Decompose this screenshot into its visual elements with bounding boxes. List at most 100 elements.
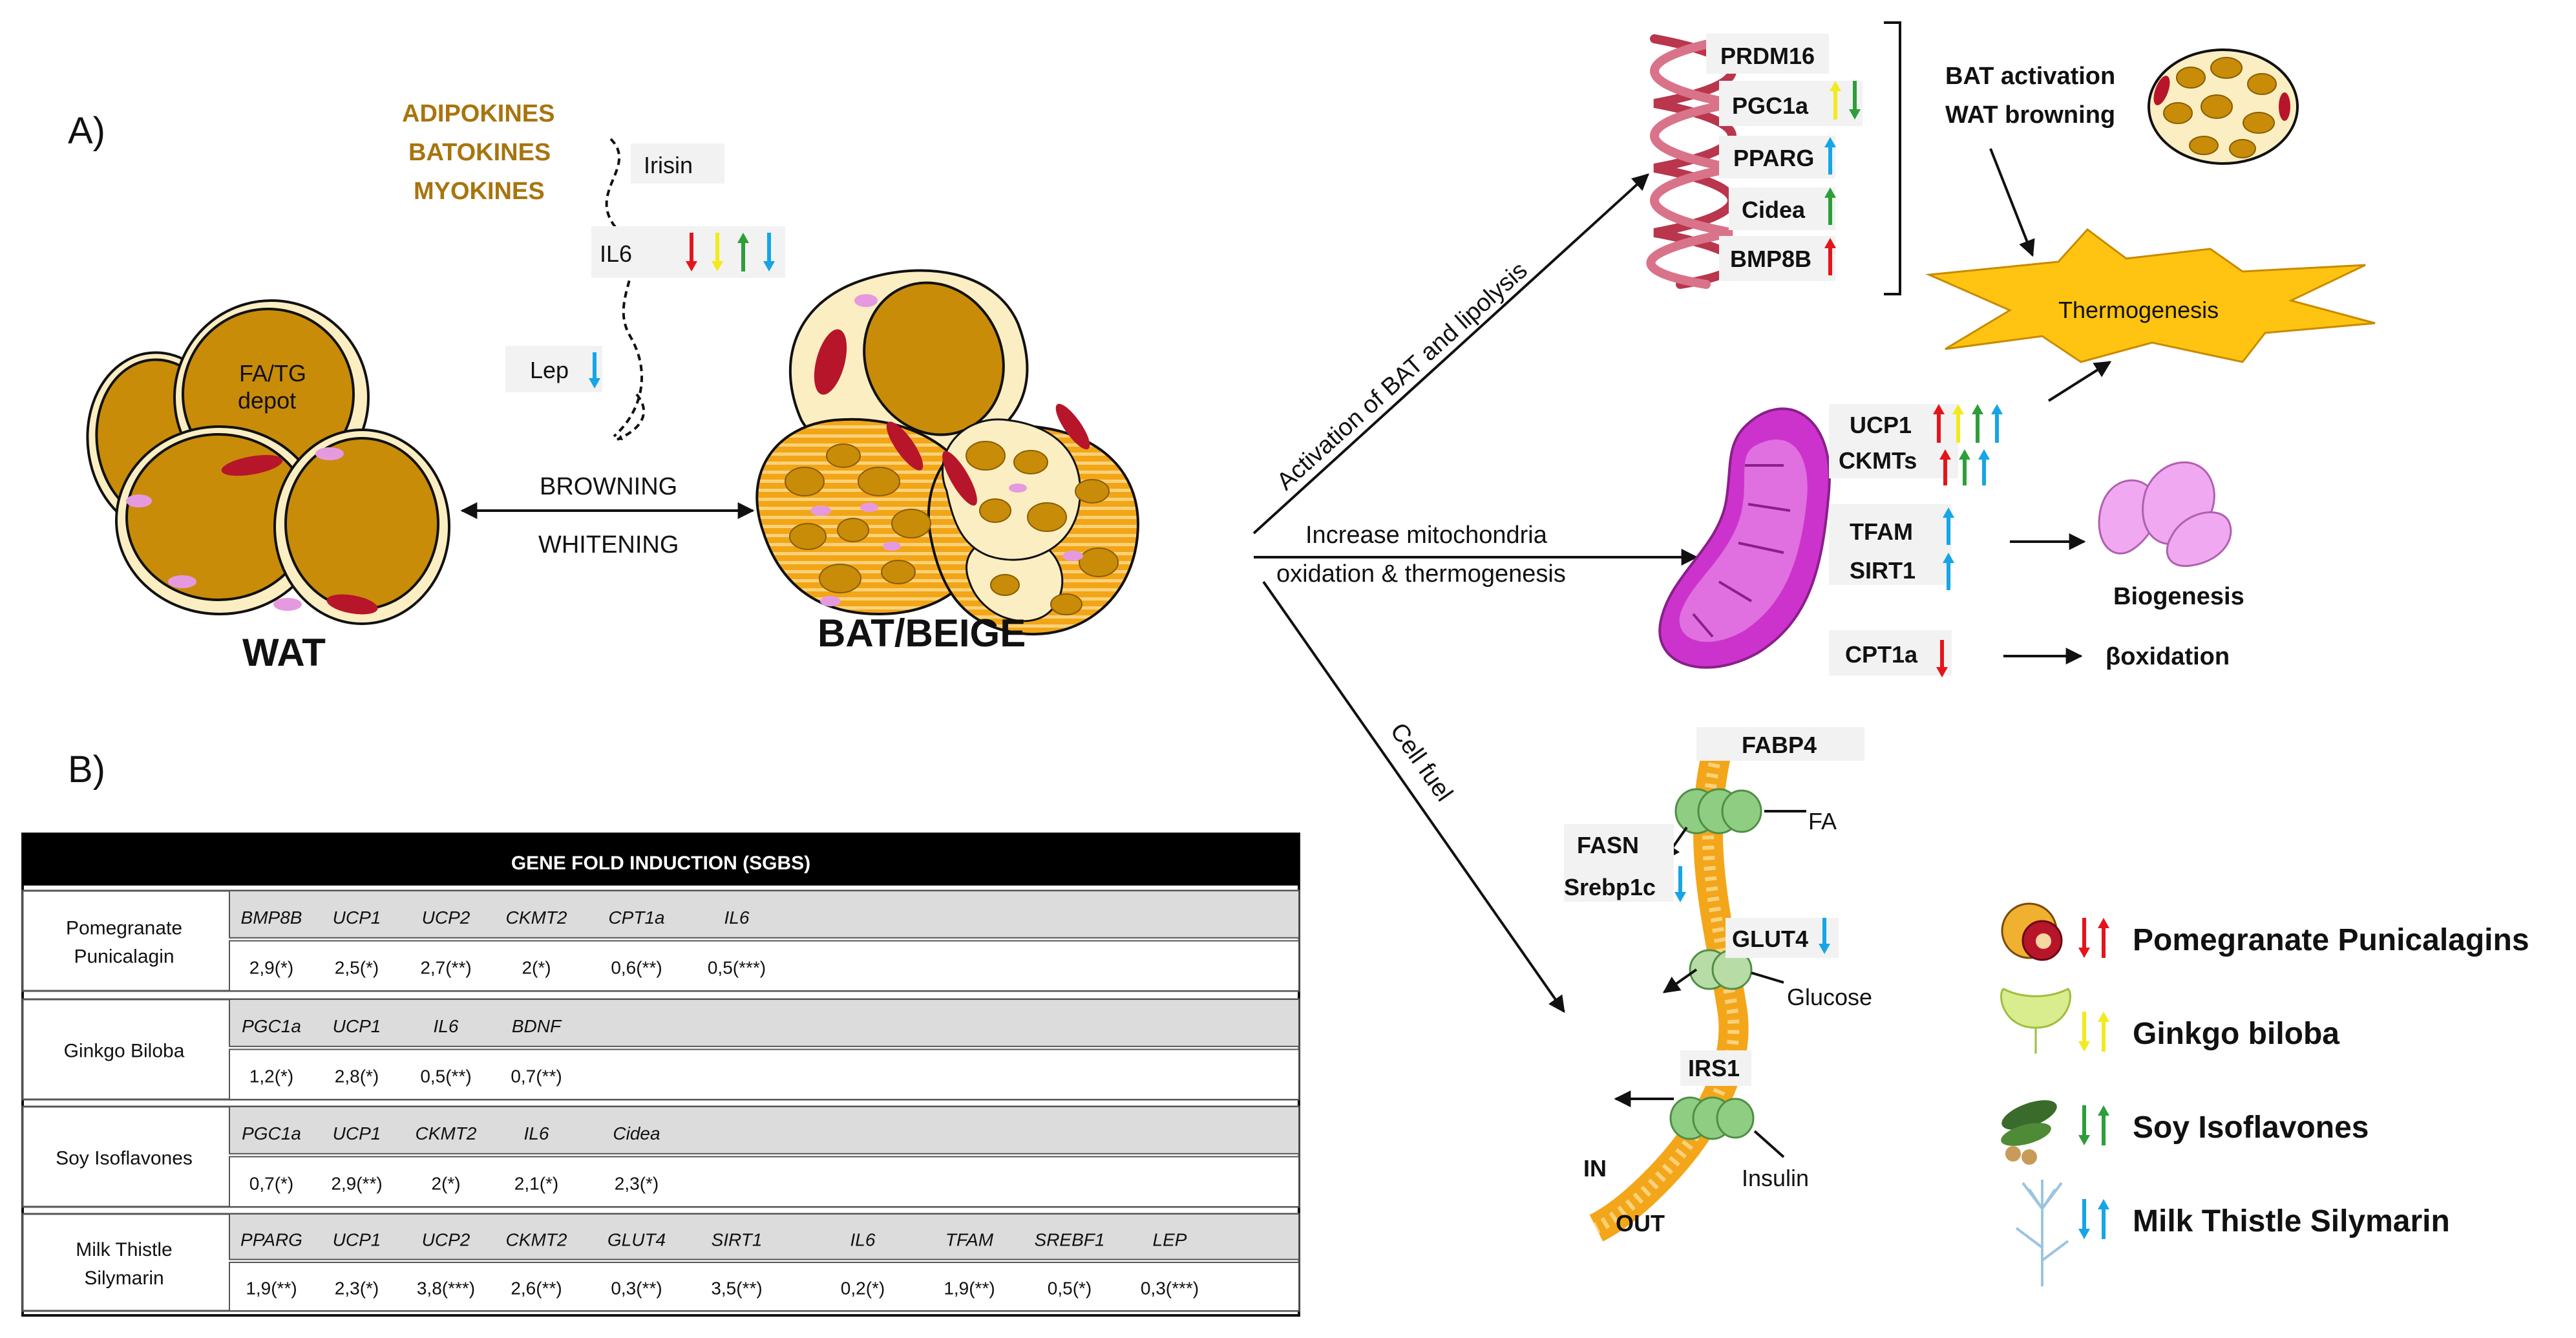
- gene-name-cell: SREBF1: [1035, 1230, 1105, 1250]
- sirt1-arrow-blue: [1943, 553, 1954, 590]
- ucp1-arrow-red: [1933, 404, 1945, 443]
- irs1-label: IRS1: [1688, 1055, 1740, 1081]
- activation-label: Activation of BAT and lipolysis: [1272, 257, 1533, 495]
- gene-name-cell: CPT1a: [608, 908, 664, 928]
- il6-arrow-blue: [763, 233, 775, 271]
- ucp1-arrow-blue: [1991, 404, 2003, 443]
- cell-membrane: [1589, 739, 1749, 1242]
- legend-arrow-down-0: [2078, 918, 2090, 958]
- legend-arrow-down-2: [2078, 1105, 2090, 1145]
- glut4-label: GLUT4: [1732, 926, 1808, 952]
- gene-name-cell: UCP1: [333, 1230, 381, 1250]
- fasn-srebp-box: [1564, 824, 1674, 902]
- soybean-icon: [2001, 1100, 2057, 1165]
- gene-name-cell: UCP2: [422, 908, 470, 928]
- in-label: IN: [1583, 1155, 1607, 1182]
- thermogenesis-label: Thermogenesis: [2058, 297, 2219, 323]
- row-name: Silymarin: [84, 1268, 164, 1289]
- tfam-arrow-blue: [1943, 507, 1954, 545]
- fold-value-cell: 0,5(***): [708, 958, 766, 978]
- pparg-label: PPARG: [1733, 145, 1814, 171]
- fa-label: FA: [1808, 808, 1837, 834]
- row-name: Soy Isoflavones: [56, 1148, 193, 1169]
- beige-cell-icon: [2148, 48, 2299, 165]
- gene-name-cell: PPARG: [240, 1230, 302, 1250]
- legend-arrow-up-1: [2098, 1012, 2109, 1052]
- legend-label-3: Milk Thistle Silymarin: [2133, 1204, 2450, 1238]
- adipokines-label: ADIPOKINES: [402, 100, 554, 127]
- fold-value-cell: 0,2(*): [841, 1279, 885, 1299]
- row-name: Punicalagin: [74, 946, 174, 968]
- fold-value-cell: 2,9(*): [249, 958, 293, 978]
- srebp1c-arrow-blue: [1674, 866, 1686, 902]
- gene-name-cell: PGC1a: [242, 1123, 301, 1143]
- il6-label: IL6: [600, 240, 632, 267]
- bmp8b-arrow-red: [1824, 238, 1836, 275]
- fold-value-cell: 0,6(**): [611, 958, 662, 978]
- mitochondrion-icon: [1658, 407, 1831, 669]
- fold-value-cell: 3,8(***): [417, 1279, 475, 1299]
- fold-value-cell: 2,9(**): [331, 1174, 382, 1194]
- gene-name-cell: UCP1: [333, 908, 381, 928]
- pgc1a-arrow-yellow: [1830, 81, 1841, 120]
- fold-value-cell: 2(*): [522, 958, 551, 978]
- fold-value-cell: 3,5(**): [711, 1279, 762, 1299]
- mito-label-line1: Increase mitochondria: [1305, 522, 1548, 549]
- kines-labels: ADIPOKINES BATOKINES MYOKINES: [402, 100, 554, 205]
- ucp1-arrow-yellow: [1952, 404, 1964, 443]
- activation-arrow: [1252, 173, 1649, 535]
- gene-name-cell: TFAM: [945, 1230, 994, 1250]
- gene-bracket: [1884, 21, 1901, 295]
- boxidation-label: βoxidation: [2106, 643, 2230, 670]
- gene-name-cell: PGC1a: [242, 1016, 301, 1036]
- mito-label-line2: oxidation & thermogenesis: [1276, 560, 1566, 588]
- whitening-label: WHITENING: [538, 531, 679, 558]
- pparg-arrow-blue: [1824, 137, 1836, 175]
- fold-value-cell: 0,5(**): [420, 1067, 471, 1087]
- row-name: Pomegranate: [66, 918, 182, 939]
- to-thermogenesis-arrow-1: [1989, 148, 2035, 257]
- ginkgo-leaf-icon: [2000, 988, 2071, 1054]
- panel-a-label: A): [68, 110, 105, 152]
- biogenesis-mitochondria-icon: [2098, 461, 2232, 568]
- fold-value-cell: 2,3(*): [335, 1279, 379, 1299]
- gene-name-cell: BDNF: [512, 1016, 562, 1036]
- irisin-label: Irisin: [644, 152, 693, 178]
- gene-name-cell: CKMT2: [506, 1230, 567, 1250]
- bmp8b-label: BMP8B: [1730, 246, 1811, 272]
- cidea-label: Cidea: [1742, 196, 1806, 223]
- fold-value-cell: 2,7(**): [420, 958, 471, 978]
- wat-label: WAT: [242, 631, 326, 674]
- ucp1-ckmts-box: [1829, 404, 1958, 478]
- glut4-box: [1726, 918, 1839, 958]
- cell-fuel-arrow: [1262, 580, 1565, 1014]
- pgc1a-arrow-green: [1849, 81, 1861, 120]
- wat-browning-label: WAT browning: [1945, 101, 2115, 129]
- fold-value-cell: 2,3(*): [615, 1174, 659, 1194]
- gene-name-cell: LEP: [1153, 1230, 1187, 1250]
- fold-value-cell: 1,2(*): [249, 1067, 293, 1087]
- il6-arrow-yellow: [712, 233, 723, 271]
- gene-table-header-bar: [23, 834, 1299, 886]
- gene-name-cell: IL6: [524, 1123, 549, 1143]
- row-name: Ginkgo Biloba: [64, 1041, 185, 1062]
- tfam-sirt1-box: [1829, 504, 1952, 585]
- bat-cells: [755, 269, 1139, 636]
- cell-fuel-label: Cell fuel: [1385, 718, 1458, 807]
- gene-name-cell: CKMT2: [506, 908, 567, 928]
- legend-arrow-up-3: [2098, 1199, 2109, 1239]
- legend-label-2: Soy Isoflavones: [2133, 1110, 2369, 1145]
- legend-label-1: Ginkgo biloba: [2133, 1017, 2339, 1051]
- thermogenesis-burst: [1925, 228, 2376, 363]
- gene-name-cell: UCP1: [333, 1123, 381, 1143]
- fold-value-cell: 2(*): [431, 1174, 460, 1194]
- cpt1a-box: [1829, 630, 1952, 675]
- cidea-box: [1729, 187, 1835, 230]
- pparg-box: [1719, 136, 1835, 178]
- legend-label-0: Pomegranate Punicalagins: [2133, 923, 2529, 957]
